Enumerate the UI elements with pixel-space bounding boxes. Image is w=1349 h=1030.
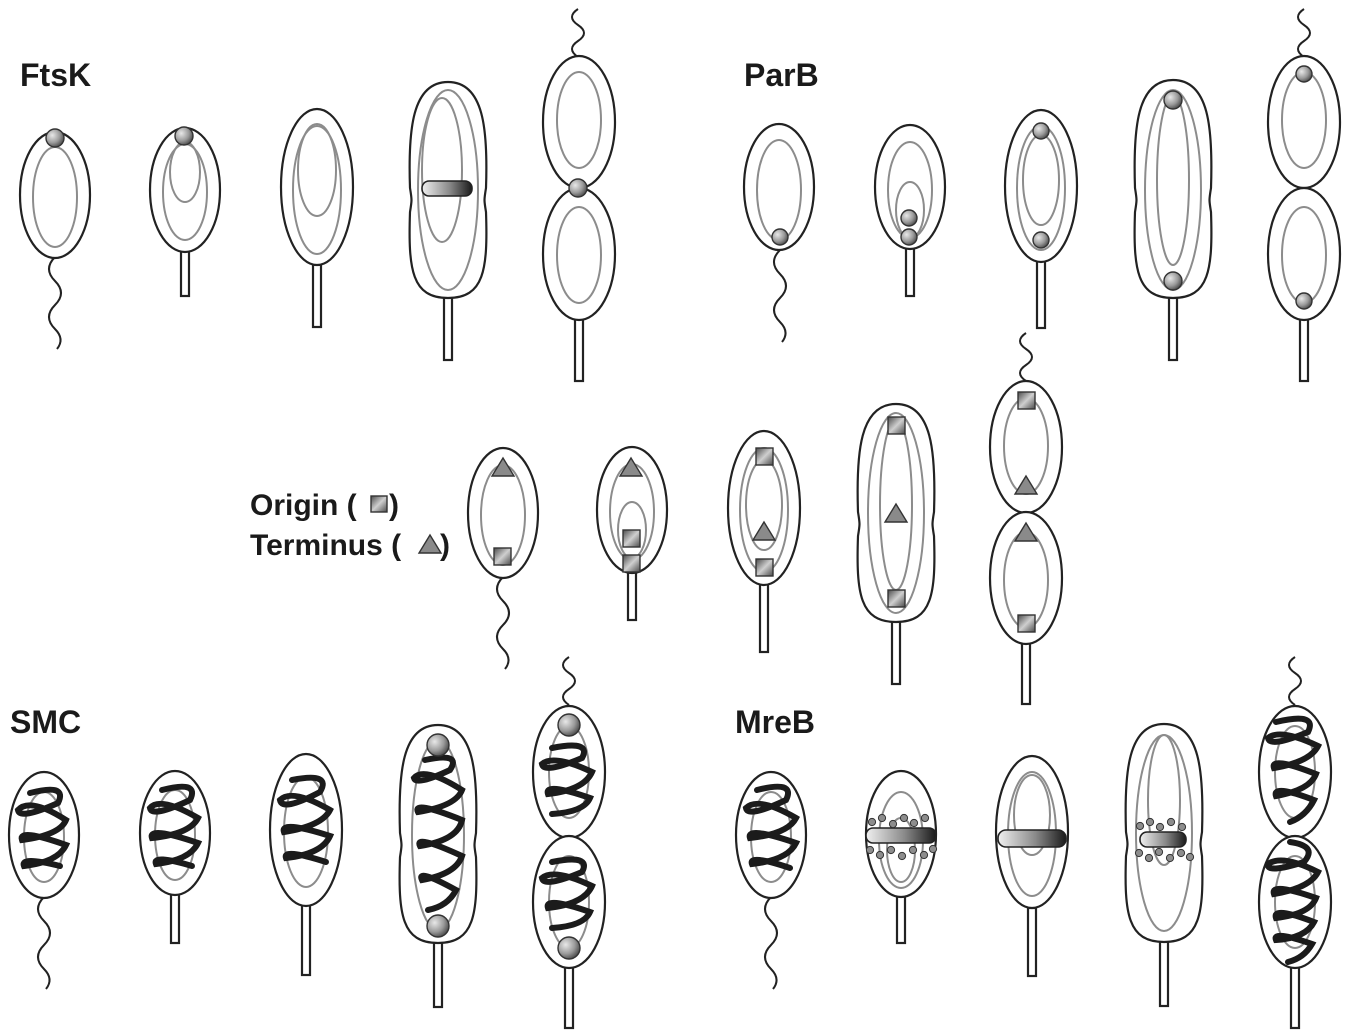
terminus-triangle-icon (419, 535, 441, 553)
parb-row (744, 9, 1340, 381)
smc-cell-3 (270, 754, 342, 975)
smc-cell-4 (400, 725, 477, 1007)
smc-row (9, 657, 605, 1028)
ot-cell-5 (990, 333, 1062, 704)
ftsk-cell-3 (281, 109, 353, 327)
mreb-cell-4 (1126, 724, 1203, 1006)
parb-cell-2 (875, 125, 945, 296)
ot-cell-3 (728, 431, 800, 652)
smc-sphere-icon (427, 915, 449, 937)
legend-terminus-label: Terminus ( (250, 529, 401, 562)
smc-sphere-icon (427, 734, 449, 756)
ftsk-cell-1 (20, 129, 90, 349)
parb-sphere-icon (1033, 232, 1049, 248)
parb-cell-3 (1005, 110, 1077, 328)
ftsk-cell-2 (150, 127, 220, 296)
origin-square-icon (756, 448, 773, 465)
origin-square-icon (623, 555, 640, 572)
panel-label-parb: ParB (744, 57, 819, 93)
mreb-row (736, 657, 1331, 1028)
mreb-cell-2 (866, 771, 937, 943)
origin-terminus-row (468, 333, 1062, 704)
origin-square-icon (756, 559, 773, 576)
parb-sphere-icon (772, 229, 788, 245)
parb-sphere-icon (1033, 123, 1049, 139)
smc-sphere-icon (558, 937, 580, 959)
legend-terminus-close: ) (440, 529, 450, 562)
ot-cell-4 (858, 404, 935, 684)
mreb-ring-icon (998, 830, 1066, 847)
origin-square-icon (371, 496, 387, 512)
origin-square-icon (623, 530, 640, 547)
ot-cell-2 (597, 447, 667, 620)
origin-square-icon (888, 417, 905, 434)
origin-square-icon (888, 590, 905, 607)
parb-cell-4 (1135, 80, 1212, 360)
smc-sphere-icon (558, 714, 580, 736)
ftsk-septal-ring-icon (422, 181, 472, 196)
ftsk-sphere-icon (569, 179, 587, 197)
ftsk-sphere-icon (46, 129, 64, 147)
mreb-cell-1 (736, 772, 806, 989)
smc-cell-2 (140, 771, 210, 943)
parb-cell-5 (1268, 9, 1340, 381)
panel-label-ftsk: FtsK (20, 57, 91, 93)
mreb-ring-icon (1140, 832, 1186, 847)
parb-cell-1 (744, 124, 814, 342)
smc-cell-1 (9, 772, 79, 989)
parb-sphere-icon (901, 229, 917, 245)
mreb-cell-5 (1259, 657, 1331, 1028)
parb-sphere-icon (901, 210, 917, 226)
panel-label-smc: SMC (10, 704, 81, 740)
legend-origin-label: Origin ( (250, 489, 357, 522)
mreb-cell-3 (996, 756, 1068, 976)
ftsk-cell-5 (543, 9, 615, 381)
origin-square-icon (494, 548, 511, 565)
ftsk-row (20, 9, 615, 381)
parb-sphere-icon (1164, 91, 1182, 109)
origin-square-icon (1018, 392, 1035, 409)
panel-label-mreb: MreB (735, 704, 815, 740)
ot-cell-1 (468, 448, 538, 669)
parb-sphere-icon (1296, 66, 1312, 82)
origin-square-icon (1018, 615, 1035, 632)
legend-origin-close: ) (389, 489, 399, 522)
ftsk-cell-4 (410, 82, 487, 360)
parb-sphere-icon (1164, 272, 1182, 290)
smc-cell-5 (533, 657, 605, 1028)
parb-sphere-icon (1296, 293, 1312, 309)
legend: Origin ( ) Terminus ( ) (250, 489, 450, 562)
ftsk-sphere-icon (175, 127, 193, 145)
mreb-ring-icon (866, 828, 936, 843)
